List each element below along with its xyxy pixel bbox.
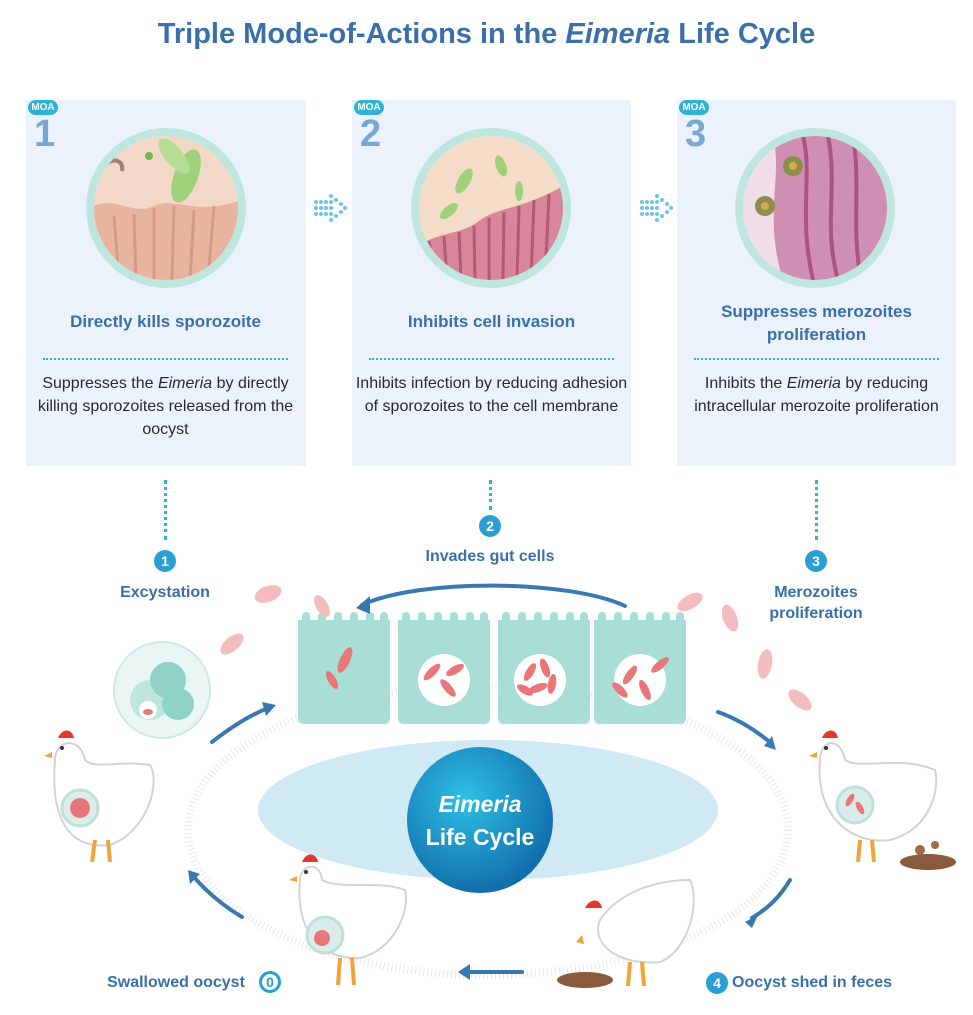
step-label-swallowed: Swallowed oocyst — [107, 974, 245, 991]
parasites — [325, 647, 669, 701]
step-number-0: 0 — [259, 971, 281, 993]
step-label-merozoites: Merozoites proliferation — [769, 584, 863, 622]
divider — [43, 358, 288, 360]
life-cycle-title: Life Cycle — [425, 824, 535, 850]
connector-line — [489, 480, 492, 510]
card-body: Inhibits the Eimeria by reducing intrace… — [694, 375, 939, 415]
moa-badge: MOA — [28, 100, 58, 115]
moa-number: 1 — [34, 113, 56, 155]
moa-badge: MOA — [354, 100, 384, 115]
step-label-invades: Invades gut cells — [425, 548, 555, 565]
step-number-3: 3 — [805, 550, 827, 572]
hen-right — [809, 730, 956, 870]
cell-invasion-illustration — [411, 128, 571, 288]
next-arrow-icon — [314, 194, 347, 222]
connector-line — [815, 480, 818, 540]
hen-bottom-left — [289, 854, 407, 986]
connector-line — [164, 480, 167, 540]
next-arrow-icon — [640, 194, 673, 222]
step-number-1: 1 — [154, 550, 176, 572]
life-cycle-title-italic: Eimeria — [438, 791, 522, 817]
moa-badge: MOA — [679, 100, 709, 115]
card-heading: Directly kills sporozoite — [70, 312, 261, 331]
moa-number: 3 — [685, 113, 707, 155]
card-body: Suppresses the Eimeria by directly killi… — [37, 375, 294, 438]
step-label-oocyst-shed: Oocyst shed in feces — [732, 974, 893, 991]
merozoite-illustration — [735, 128, 895, 288]
sporozoite-illustration — [86, 128, 246, 288]
hen-left — [44, 641, 211, 863]
divider — [694, 358, 939, 360]
card-heading: Inhibits cell invasion — [407, 312, 576, 331]
moa-number: 2 — [360, 113, 382, 155]
step-label-excystation: Excystation — [120, 584, 210, 601]
page-title: Triple Mode-of-Actions in the Eimeria Li… — [157, 18, 816, 50]
card-heading: Suppresses merozoites proliferation — [721, 302, 912, 344]
hen-bottom-right — [557, 878, 695, 988]
gut-cells — [298, 612, 686, 724]
divider — [369, 358, 614, 360]
step-number-4: 4 — [706, 972, 728, 994]
life-cycle-sphere — [407, 747, 553, 893]
step-number-2: 2 — [479, 515, 501, 537]
card-body: Inhibits infection by reducing adhesion … — [355, 375, 628, 415]
